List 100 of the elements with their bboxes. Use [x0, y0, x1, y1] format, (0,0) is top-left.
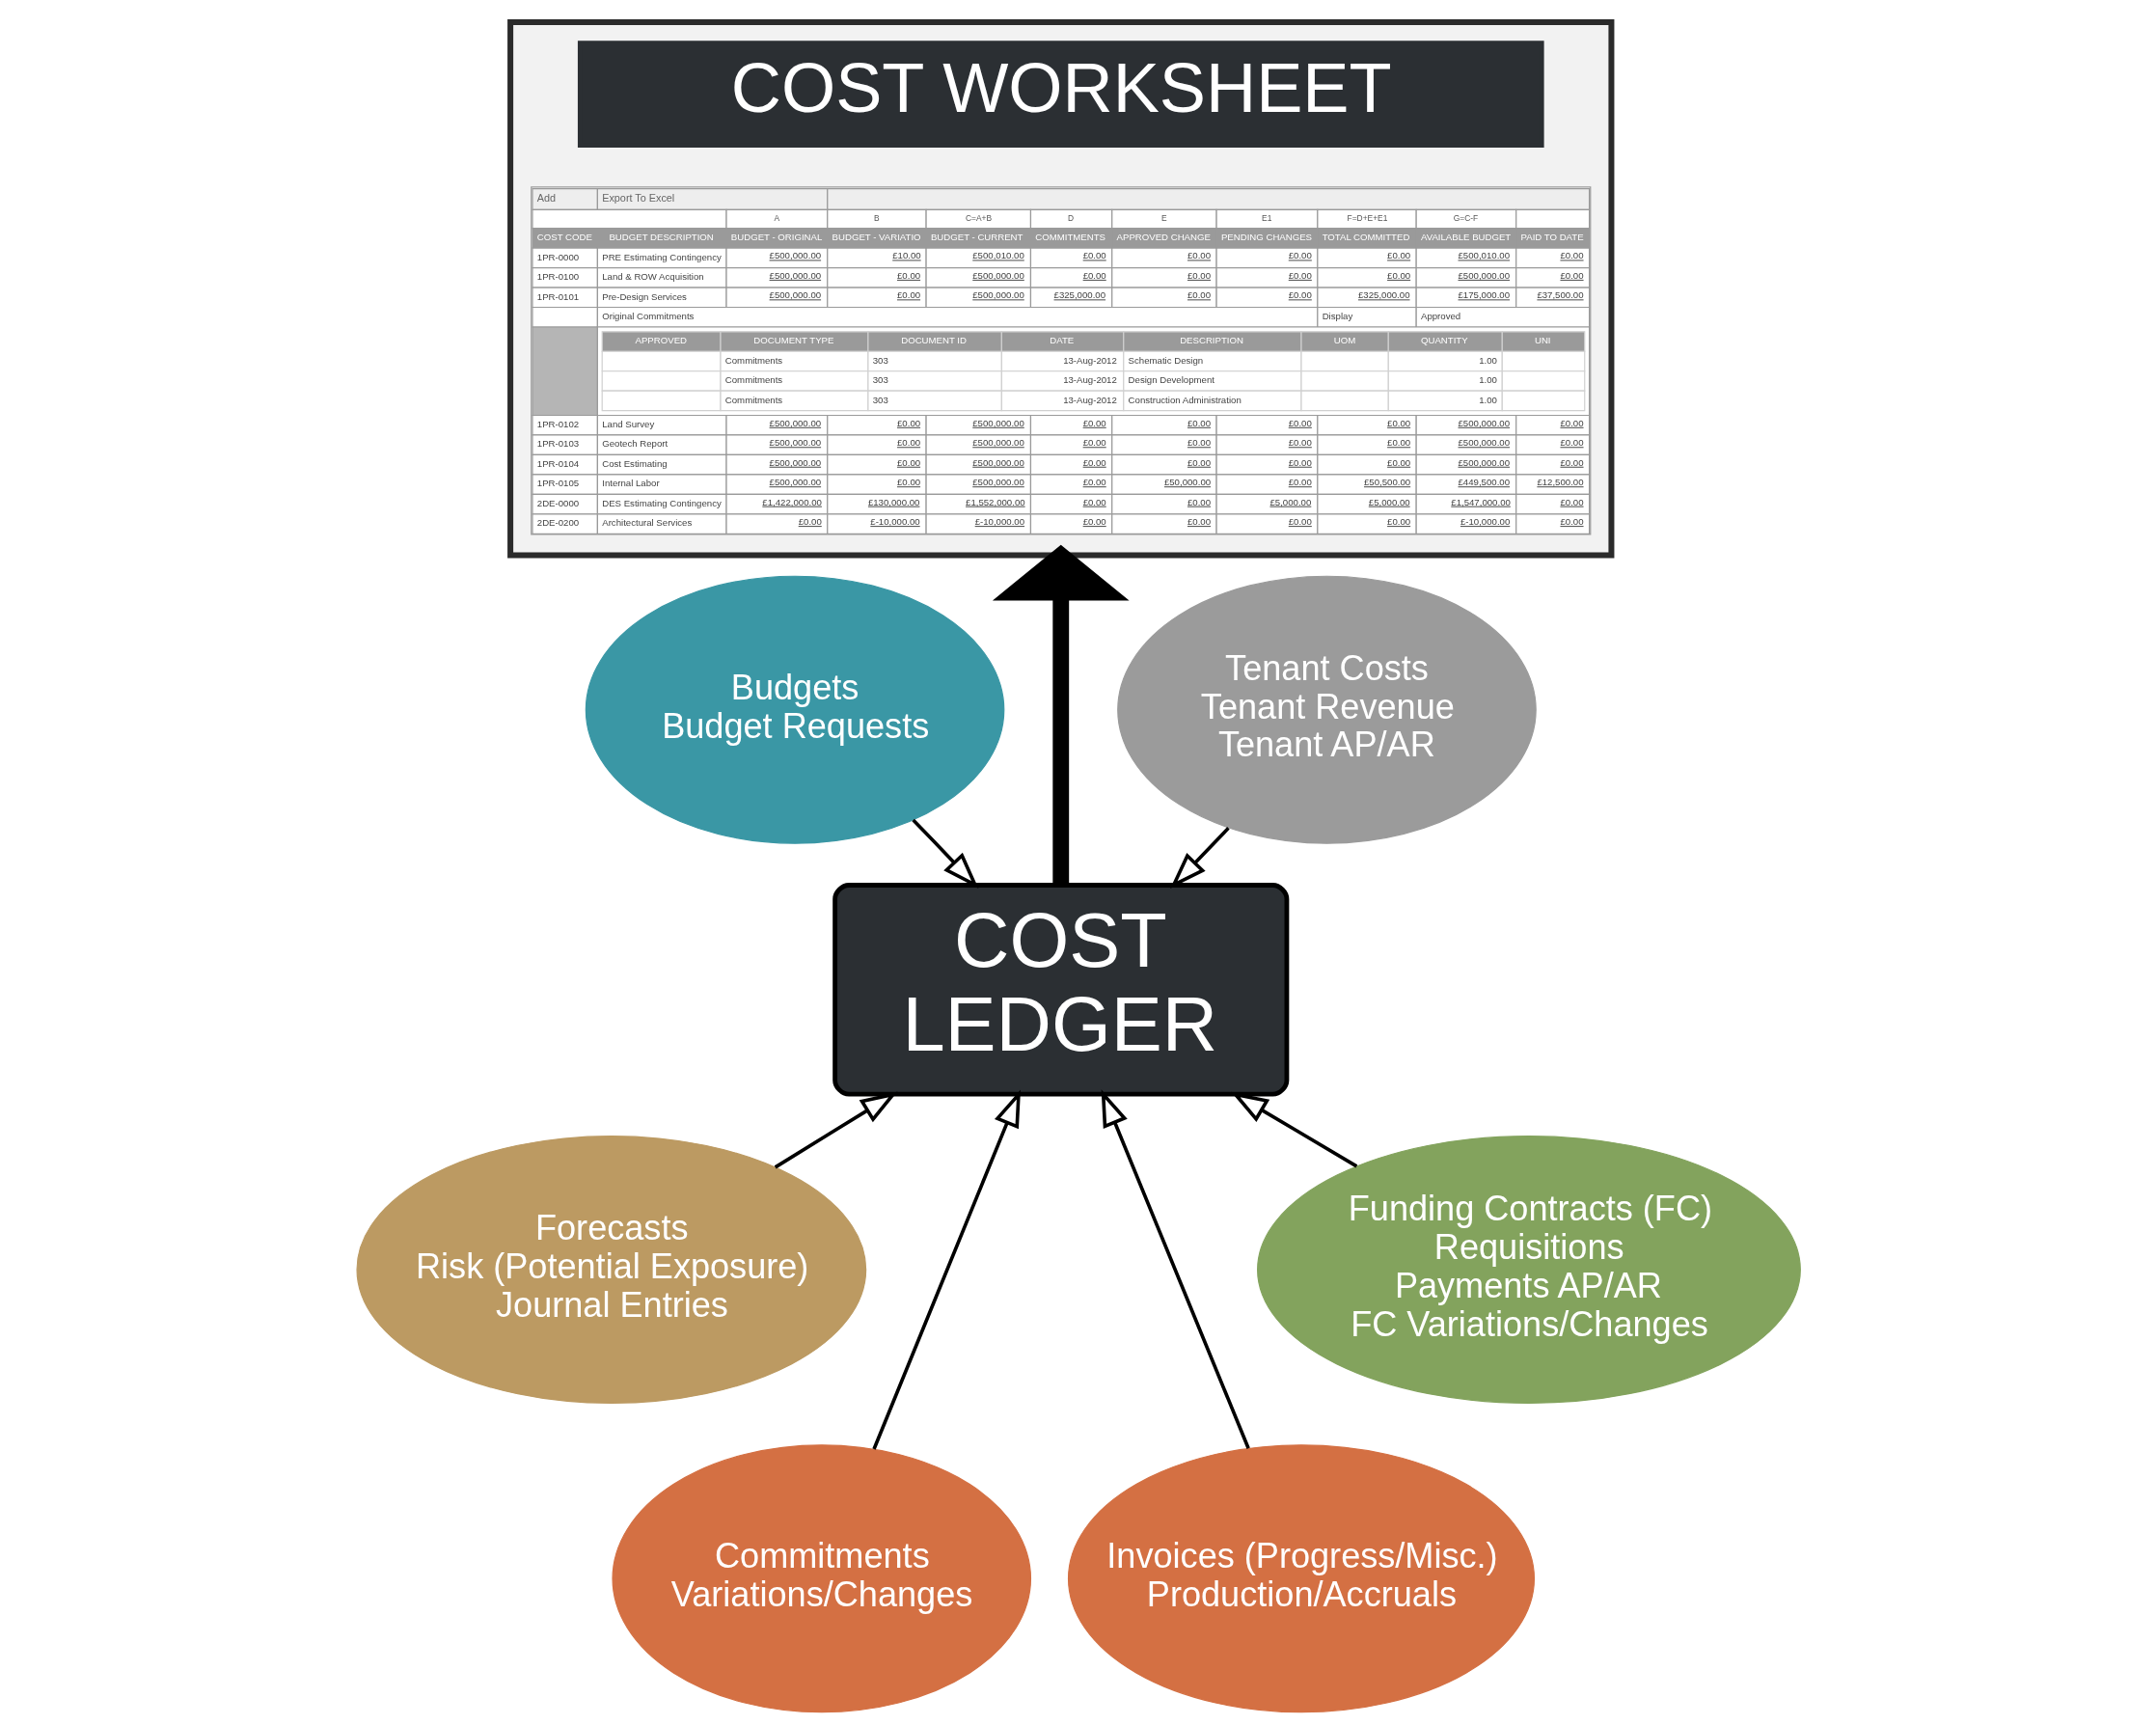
label: QUANTITY	[1420, 335, 1468, 346]
label: £0.00	[1187, 496, 1211, 507]
label: A	[773, 212, 779, 223]
label: Land Survey	[601, 419, 654, 429]
label: £500,000.00	[1458, 417, 1510, 428]
label: 1PR-0100	[536, 271, 579, 283]
label: 303	[872, 354, 888, 366]
label: £0.00	[896, 437, 920, 449]
label: E	[1160, 212, 1167, 223]
label: £5,000.00	[1368, 496, 1410, 507]
label: £500,000.00	[769, 269, 821, 281]
label: £0.00	[1386, 456, 1410, 468]
label: Commitments	[724, 374, 782, 386]
label: £500,000.00	[769, 289, 821, 301]
label: 13-Aug-2012	[1062, 394, 1117, 405]
label: £500,010.00	[1458, 250, 1510, 261]
label: G=C-F	[1453, 212, 1478, 223]
label: £130,000.00	[867, 496, 919, 507]
label: 1.00	[1478, 394, 1497, 405]
label: £0.00	[1288, 477, 1312, 488]
label: D	[1067, 212, 1074, 223]
label: 1PR-0101	[536, 290, 579, 302]
label: 303	[872, 374, 888, 386]
label: £500,000.00	[971, 456, 1024, 468]
label: 2DE-0200	[536, 517, 579, 529]
label: 1PR-0000	[536, 251, 579, 262]
label: £-10,000.00	[1460, 516, 1510, 528]
label: Cost Estimating	[601, 457, 668, 469]
label: £0.00	[896, 417, 920, 428]
label: £0.00	[1559, 496, 1584, 507]
label: Internal Labor	[601, 478, 660, 489]
label: £50,000.00	[1163, 477, 1211, 488]
label: £500,000.00	[971, 437, 1024, 449]
label: £0.00	[1082, 477, 1106, 488]
label: Pre-Design Services	[601, 290, 687, 302]
label: Design Development	[1128, 374, 1214, 386]
label: £0.00	[1386, 250, 1410, 261]
label: 1PR-0103	[536, 438, 579, 450]
label: £0.00	[1288, 289, 1312, 301]
label: £0.00	[1082, 496, 1106, 507]
label: F=D+E+E1	[1347, 212, 1387, 223]
label: BUDGET - ORIGINAL	[730, 232, 822, 243]
label: Add	[536, 192, 556, 205]
label: Commitments	[724, 394, 782, 405]
label: £10.00	[891, 250, 921, 261]
label: £500,000.00	[769, 417, 821, 428]
label: Land & ROW Acquisition	[601, 271, 704, 283]
label: £0.00	[1082, 269, 1106, 281]
label: 1.00	[1478, 374, 1497, 386]
label: Geotech Report	[601, 438, 668, 450]
label: Display	[1322, 311, 1352, 322]
label: £0.00	[1288, 269, 1312, 281]
label: £325,000.00	[1053, 289, 1105, 301]
label: AVAILABLE BUDGET	[1420, 232, 1511, 243]
label: £500,000.00	[1458, 456, 1510, 468]
label: £0.00	[896, 289, 920, 301]
label: £0.00	[1082, 437, 1106, 449]
label: BUDGET - CURRENT	[930, 232, 1023, 243]
label: BUDGET DESCRIPTION	[608, 232, 714, 243]
label: £0.00	[1559, 417, 1584, 428]
label: BUDGET - VARIATIO	[832, 232, 921, 243]
label: 13-Aug-2012	[1062, 374, 1117, 386]
label: £0.00	[1082, 417, 1106, 428]
label: £500,000.00	[769, 477, 821, 488]
label: 1PR-0105	[536, 478, 579, 489]
label: 2DE-0000	[536, 497, 579, 508]
label: £0.00	[1187, 417, 1211, 428]
label: £0.00	[1187, 289, 1211, 301]
label: £175,000.00	[1458, 289, 1510, 301]
label: £0.00	[1288, 516, 1312, 528]
label: £500,000.00	[1458, 269, 1510, 281]
label: £0.00	[1082, 516, 1106, 528]
label: £0.00	[1082, 456, 1106, 468]
label: Commitments	[724, 354, 782, 366]
label: APPROVED	[635, 335, 687, 346]
label: £500,000.00	[971, 269, 1024, 281]
label: E1	[1261, 212, 1271, 223]
label: APPROVED CHANGE	[1116, 232, 1211, 243]
label: TOTAL COMMITTED	[1322, 232, 1409, 243]
label: 1.00	[1478, 354, 1497, 366]
label: £449,500.00	[1458, 477, 1510, 488]
label: £1,547,000.00	[1450, 496, 1511, 507]
label: £0.00	[1386, 269, 1410, 281]
label: £500,000.00	[769, 456, 821, 468]
label: £0.00	[1187, 456, 1211, 468]
label: PRE Estimating Contingency	[601, 251, 722, 262]
label: £0.00	[896, 456, 920, 468]
label: £12,500.00	[1536, 477, 1584, 488]
label: £500,000.00	[769, 437, 821, 449]
label: £0.00	[1288, 437, 1312, 449]
label: B	[873, 212, 880, 223]
label: £50,500.00	[1363, 477, 1410, 488]
label: £0.00	[1386, 516, 1410, 528]
label: £500,010.00	[971, 250, 1024, 261]
label: COMMITMENTS	[1034, 232, 1105, 243]
label: £0.00	[1187, 437, 1211, 449]
label: £1,422,000.00	[761, 496, 822, 507]
label: Approved	[1420, 311, 1460, 322]
label: PAID TO DATE	[1520, 232, 1584, 243]
label: 1PR-0104	[536, 457, 579, 469]
